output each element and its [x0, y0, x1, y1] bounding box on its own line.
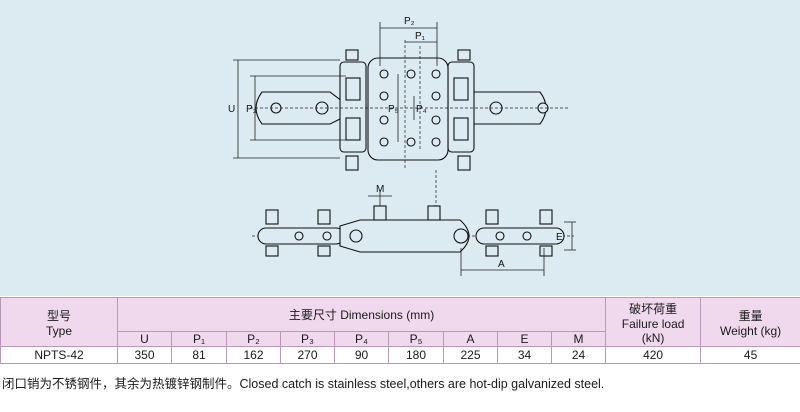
- specification-table: 型号 Type 主要尺寸 Dimensions (mm) 破坏荷重 Failur…: [0, 297, 800, 364]
- dimension-cell: 225: [443, 346, 498, 364]
- dimension-cell: 24: [550, 346, 607, 364]
- column-header: U: [117, 331, 172, 347]
- failure-load-header-unit: (kN): [641, 330, 665, 345]
- type-header-cn: 型号: [46, 308, 71, 323]
- dimensions-header: 主要尺寸 Dimensions (mm): [116, 297, 607, 332]
- dim-label-m: M: [376, 184, 384, 195]
- type-cell: NPTS-42: [0, 346, 118, 364]
- weight-header: 重量 Weight (kg): [700, 297, 800, 347]
- dim-label-a: A: [498, 259, 505, 270]
- column-header: P₁: [171, 331, 227, 347]
- dim-label-p3: P₃: [246, 104, 257, 115]
- column-header: A: [443, 331, 498, 347]
- column-header: P₄: [334, 331, 389, 347]
- dim-label-u: U: [228, 104, 235, 115]
- column-header: E: [497, 331, 552, 347]
- weight-cell: 45: [700, 346, 800, 364]
- dimension-cell: 180: [388, 346, 444, 364]
- type-header: 型号 Type: [0, 297, 118, 347]
- footnote: 闭口销为不锈钢件，其余为热镀锌钢制件。Closed catch is stain…: [2, 377, 605, 391]
- table-row: NPTS-42 350 81 162 270 90 180 225 34 24 …: [0, 346, 800, 364]
- technical-drawing: P₂ P₁ U P₃ P₅ P₄ M E A: [228, 16, 576, 276]
- dim-label-p5: P₅: [388, 104, 399, 115]
- column-header: P₅: [388, 331, 444, 347]
- dim-label-p1: P₁: [415, 31, 426, 42]
- technical-drawing-panel: P₂ P₁ U P₃ P₅ P₄ M E A: [0, 0, 800, 296]
- type-header-en: Type: [45, 323, 72, 338]
- column-header: P₃: [280, 331, 335, 347]
- dimension-cell: 34: [497, 346, 552, 364]
- failure-load-cell: 420: [605, 346, 702, 364]
- dim-label-p2: P₂: [404, 16, 415, 27]
- dim-label-p4: P₄: [416, 104, 427, 115]
- failure-load-header: 破坏荷重 Failure load (kN): [605, 297, 702, 347]
- dim-label-e: E: [556, 232, 563, 243]
- top-view: [233, 22, 570, 171]
- dimension-cell: 350: [117, 346, 172, 364]
- dimension-cell: 162: [226, 346, 281, 364]
- dimension-cell: 81: [171, 346, 227, 364]
- dimension-cell: 270: [280, 346, 335, 364]
- side-view: [252, 170, 576, 276]
- failure-load-header-cn: 破坏荷重: [629, 301, 678, 316]
- failure-load-header-en: Failure load: [621, 316, 685, 331]
- column-header: P₂: [226, 331, 281, 347]
- dimension-cell: 90: [334, 346, 389, 364]
- weight-header-cn: 重量: [738, 308, 763, 323]
- column-header: M: [550, 331, 607, 347]
- weight-header-en: Weight (kg): [720, 323, 782, 338]
